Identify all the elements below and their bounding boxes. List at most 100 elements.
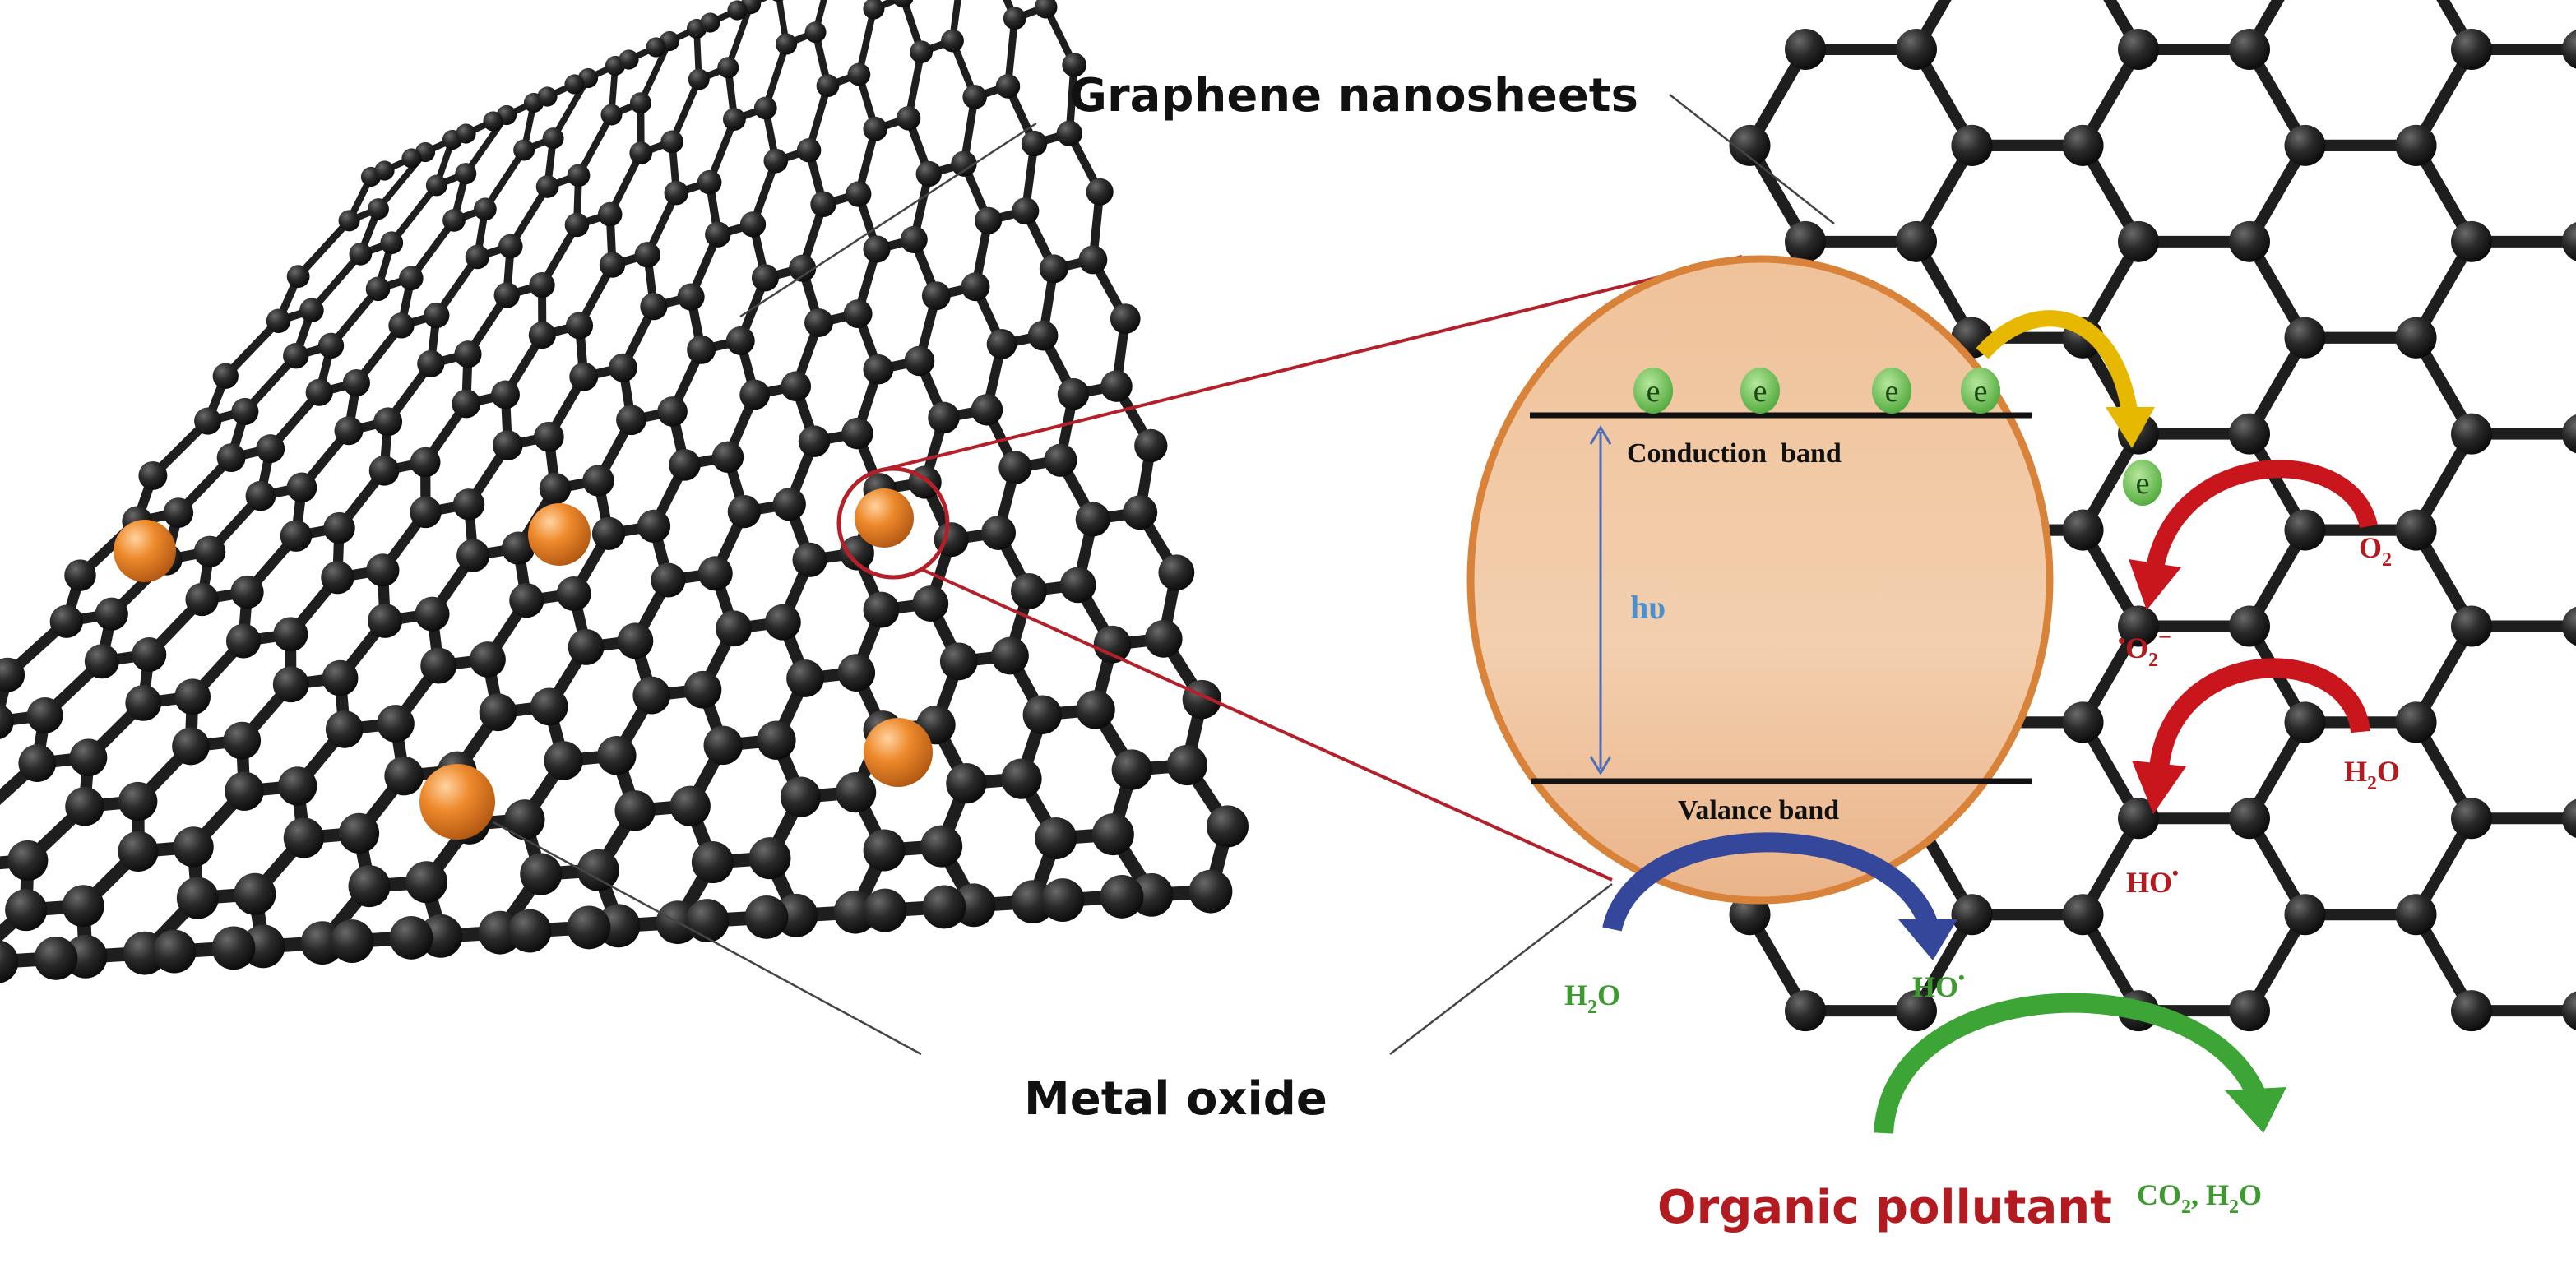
graphene-atom	[18, 744, 57, 782]
graphene-atom	[1206, 805, 1249, 848]
graphene-atom	[995, 74, 1021, 99]
graphene-atom	[225, 771, 264, 811]
graphene-atom	[629, 92, 651, 114]
graphene-atom	[1100, 875, 1144, 919]
graphene-atom	[915, 160, 942, 187]
graphene-atom	[619, 49, 639, 70]
metal-oxide-particle	[419, 764, 495, 840]
graphene-atom	[2118, 29, 2159, 70]
graphene-atom	[685, 899, 730, 942]
electron: e	[1872, 368, 1911, 414]
metal-oxide-particle	[114, 520, 176, 582]
graphene-atom	[564, 74, 585, 95]
graphene-atom	[863, 829, 906, 872]
graphene-atom	[2229, 413, 2270, 455]
graphene-atom	[223, 721, 262, 760]
graphene-atom	[727, 0, 748, 21]
graphene-atom	[1078, 245, 1108, 275]
leader-line-metal-oxide-left	[493, 821, 922, 1056]
graphene-atom	[2284, 124, 2326, 166]
graphene-atom	[1951, 894, 1993, 936]
graphene-atom	[2395, 509, 2437, 551]
graphene-atom	[1044, 443, 1077, 477]
graphene-atom	[1091, 813, 1134, 856]
graphene-atom	[1003, 7, 1026, 30]
arrow-water-oxidation-head	[2132, 761, 2186, 814]
graphene-atom	[669, 449, 701, 481]
graphene-atom	[677, 283, 705, 311]
graphene-atom	[1182, 679, 1222, 720]
graphene-atom	[781, 371, 812, 402]
reaction-arrows	[1602, 310, 2378, 1134]
graphene-atom	[1729, 894, 1771, 936]
graphene-atom	[928, 401, 960, 434]
graphene-atom	[176, 877, 219, 919]
graphene-atom	[986, 329, 1017, 359]
graphene-atom	[739, 211, 767, 238]
graphene-sheet-left	[0, 0, 1249, 983]
graphene-atom	[739, 379, 771, 410]
metal-oxide-particle	[864, 718, 933, 787]
graphene-bond	[294, 216, 353, 280]
arrow-o2-reduction-head	[2129, 559, 2181, 610]
graphene-atom	[1785, 990, 1826, 1032]
hydroxyl-right-label: HO•	[2126, 863, 2179, 899]
graphene-atom	[286, 265, 310, 289]
graphene-atom	[556, 576, 591, 612]
graphene-atom	[399, 266, 424, 291]
graphene-atom	[1729, 124, 1771, 166]
graphene-atom	[843, 299, 873, 329]
graphene-atom	[946, 762, 987, 804]
graphene-atom	[727, 494, 761, 529]
graphene-atom	[1951, 124, 1993, 166]
graphene-atom	[349, 242, 373, 266]
graphene-atom	[530, 687, 568, 726]
graphene-atom	[744, 895, 789, 939]
graphene-atom	[569, 362, 599, 391]
svg-text:e: e	[1754, 374, 1768, 409]
graphene-atom	[174, 678, 211, 715]
graphene-atom	[646, 37, 666, 58]
arrow-o2-reduction	[2146, 460, 2378, 570]
graphene-atom	[2451, 220, 2492, 262]
graphene-atom	[212, 363, 239, 389]
graphene-atom	[1062, 53, 1086, 77]
graphene-atom	[2229, 990, 2270, 1032]
graphene-atom	[637, 509, 671, 544]
graphene-atom	[278, 766, 317, 806]
graphene-atom	[1785, 29, 1826, 70]
graphene-atom	[2284, 701, 2326, 743]
graphene-atom	[804, 21, 827, 44]
graphene-atom	[991, 636, 1029, 675]
graphene-atom	[2229, 605, 2270, 647]
arrow-electron-transfer	[1976, 310, 2138, 417]
band-gap-arrowhead-bottom	[1589, 756, 1612, 775]
graphene-atom	[454, 340, 482, 368]
graphene-atom	[118, 831, 159, 872]
graphene-atom	[1123, 495, 1158, 530]
conduction-band-label: Conduction band	[1627, 438, 1842, 469]
graphene-atom	[2229, 220, 2270, 262]
graphene-atom	[863, 235, 891, 263]
graphene-atom	[863, 117, 887, 141]
graphene-atom	[513, 139, 535, 161]
graphene-atom	[763, 148, 789, 174]
graphene-bond	[308, 250, 364, 314]
graphene-bond	[725, 1, 754, 72]
graphene-atom	[125, 684, 162, 721]
graphene-atom	[2395, 701, 2437, 743]
graphene-atom	[365, 276, 391, 302]
graphene-atom	[424, 302, 450, 329]
graphene-atom	[456, 123, 476, 144]
graphene-atom	[49, 604, 83, 638]
graphene-atom	[998, 451, 1032, 484]
graphene-atom	[2062, 509, 2104, 551]
graphene-atom	[452, 488, 485, 521]
graphene-atom	[798, 425, 831, 457]
graphene-atom	[597, 201, 623, 227]
metal-oxide-particles	[114, 488, 933, 840]
graphene-atom	[1896, 990, 1937, 1032]
graphene-atom	[491, 380, 520, 410]
graphene-atom	[367, 198, 389, 220]
graphene-atom	[577, 849, 619, 891]
